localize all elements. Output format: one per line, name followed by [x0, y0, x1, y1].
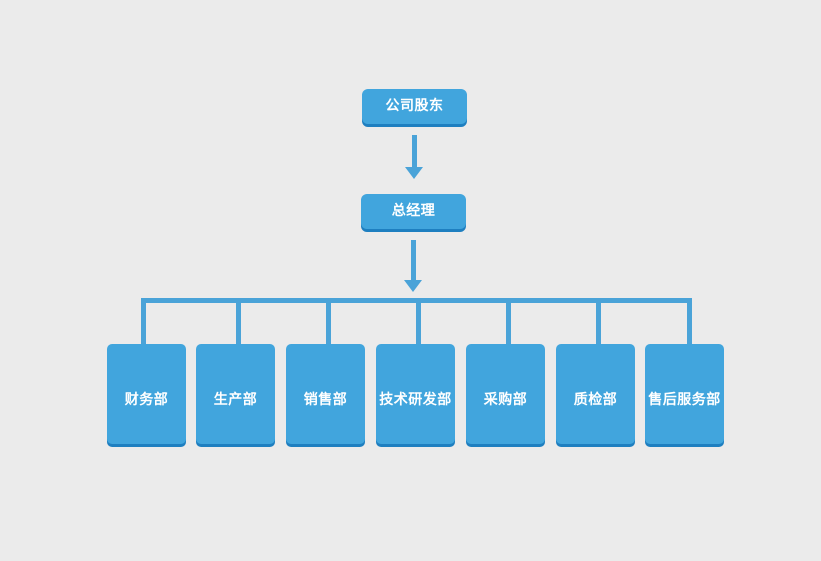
- node-production[interactable]: 生产部: [196, 344, 275, 444]
- arrow-head-gm-to-bus: [404, 280, 422, 292]
- node-quality[interactable]: 质检部: [556, 344, 635, 444]
- node-sales-label: 销售部: [303, 391, 348, 408]
- node-after-sales[interactable]: 售后服务部: [645, 344, 724, 444]
- node-general-manager[interactable]: 总经理: [361, 194, 466, 229]
- connector-drop-after-sales: [687, 298, 692, 344]
- node-general-manager-label: 总经理: [391, 203, 436, 220]
- connector-drop-procurement: [506, 298, 511, 344]
- node-after-sales-label: 售后服务部: [648, 391, 721, 408]
- node-rnd[interactable]: 技术研发部: [376, 344, 455, 444]
- node-sales[interactable]: 销售部: [286, 344, 365, 444]
- node-finance[interactable]: 财务部: [107, 344, 186, 444]
- connector-drop-sales: [326, 298, 331, 344]
- node-procurement-label: 采购部: [483, 391, 528, 408]
- node-shareholders[interactable]: 公司股东: [362, 89, 467, 124]
- connector-drop-quality: [596, 298, 601, 344]
- node-quality-label: 质检部: [573, 391, 618, 408]
- connector-drop-production: [236, 298, 241, 344]
- connector-drop-rnd: [416, 298, 421, 344]
- node-rnd-label: 技术研发部: [379, 391, 452, 408]
- arrow-head-shareholders-to-gm: [405, 167, 423, 179]
- node-shareholders-label: 公司股东: [385, 98, 444, 115]
- connector-gm-to-bus-stem: [411, 240, 416, 282]
- connector-drop-finance: [141, 298, 146, 344]
- connector-shareholders-to-gm-stem: [412, 135, 417, 169]
- node-procurement[interactable]: 采购部: [466, 344, 545, 444]
- node-finance-label: 财务部: [124, 391, 169, 408]
- node-production-label: 生产部: [213, 391, 258, 408]
